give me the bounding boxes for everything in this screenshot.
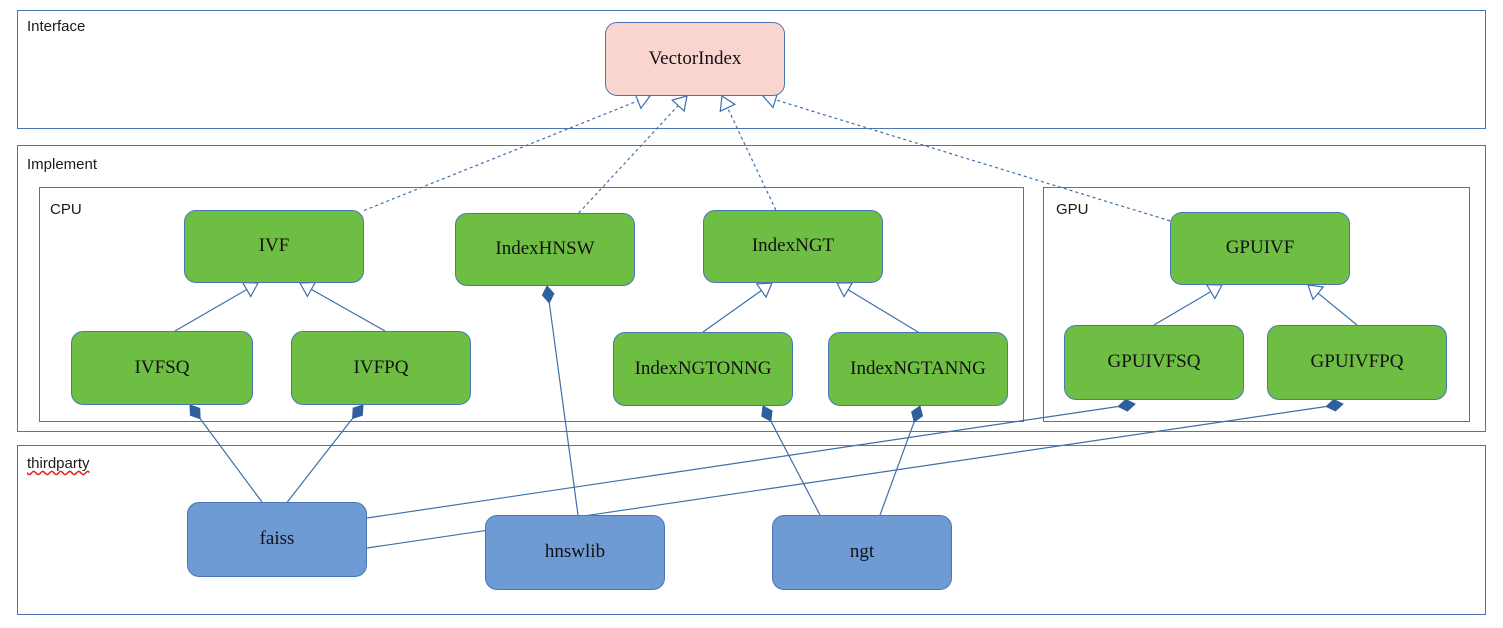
- node-label-indexngtanng: IndexNGTANNG: [850, 357, 986, 379]
- node-gpuivf[interactable]: GPUIVF: [1170, 212, 1350, 285]
- node-gpuivfsq[interactable]: GPUIVFSQ: [1064, 325, 1244, 400]
- node-label-hnswlib: hnswlib: [544, 541, 606, 563]
- node-indexhnsw[interactable]: IndexHNSW: [455, 213, 635, 286]
- node-vectorindex[interactable]: VectorIndex: [605, 22, 785, 96]
- node-ngt[interactable]: ngt: [772, 515, 952, 590]
- group-label-cpu: CPU: [50, 201, 82, 218]
- node-label-vectorindex: VectorIndex: [648, 47, 742, 69]
- node-label-gpuivf: GPUIVF: [1225, 237, 1295, 259]
- node-label-ivfpq: IVFPQ: [353, 356, 409, 378]
- group-label-thirdparty: thirdparty: [27, 455, 90, 472]
- node-faiss[interactable]: faiss: [187, 502, 367, 577]
- node-label-indexhnsw: IndexHNSW: [495, 238, 595, 260]
- node-ivf[interactable]: IVF: [184, 210, 364, 283]
- node-indexngt[interactable]: IndexNGT: [703, 210, 883, 283]
- node-ivfpq[interactable]: IVFPQ: [291, 331, 471, 405]
- group-label-interface: Interface: [27, 18, 86, 35]
- node-label-gpuivfpq: GPUIVFPQ: [1310, 351, 1404, 373]
- node-gpuivfpq[interactable]: GPUIVFPQ: [1267, 325, 1447, 400]
- node-label-gpuivfsq: GPUIVFSQ: [1107, 351, 1201, 373]
- group-label-implement: Implement: [27, 156, 98, 173]
- node-indexngtanng[interactable]: IndexNGTANNG: [828, 332, 1008, 406]
- node-label-ivfsq: IVFSQ: [134, 356, 190, 378]
- node-label-faiss: faiss: [259, 528, 295, 550]
- node-label-ivf: IVF: [258, 235, 290, 257]
- node-hnswlib[interactable]: hnswlib: [485, 515, 665, 590]
- node-label-indexngtonng: IndexNGTONNG: [634, 357, 772, 379]
- node-ivfsq[interactable]: IVFSQ: [71, 331, 253, 405]
- node-label-indexngt: IndexNGT: [751, 235, 835, 257]
- node-indexngtonng[interactable]: IndexNGTONNG: [613, 332, 793, 406]
- node-label-ngt: ngt: [849, 541, 875, 563]
- group-label-gpu: GPU: [1056, 201, 1089, 218]
